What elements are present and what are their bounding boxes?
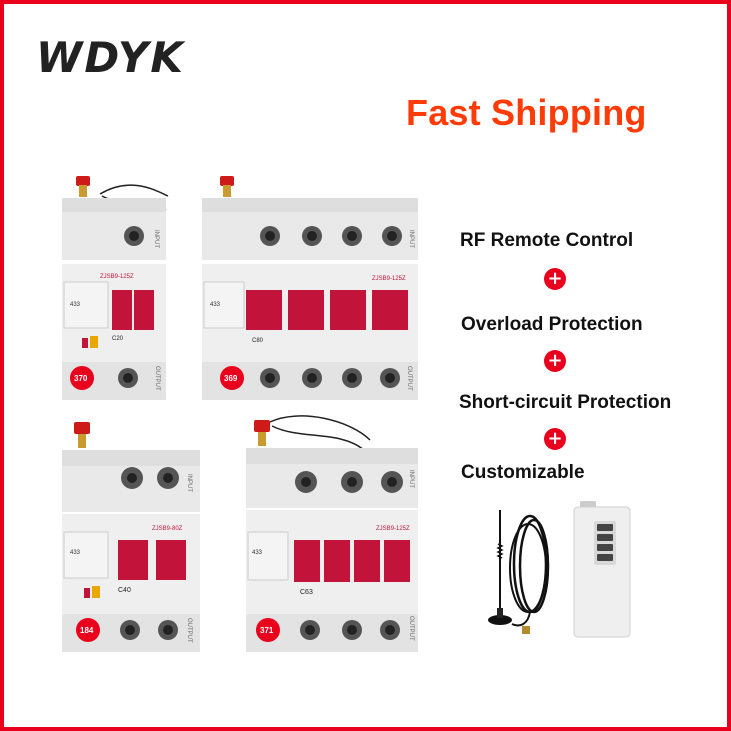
model-label: ZJSB9-125Z [372,276,406,282]
brand-logo-text: WDYK [36,33,186,80]
model-label: ZJSB9-125Z [100,274,134,280]
antenna-cable-icon [488,510,550,634]
badge-369: 369 [224,374,238,383]
headline-fast-shipping: Fast Shipping [406,92,647,133]
rating-label: C63 [300,589,313,596]
antenna-cap-icon [76,176,90,186]
model-label: ZJSB9-80Z [152,526,183,532]
brand-logo: WDYK [36,33,186,80]
output-label: OUTPUT [186,618,192,643]
feature-customizable: Customizable [461,462,585,483]
antenna-cap-icon [74,422,90,434]
plus-icon: + [544,268,566,290]
input-label: INPUT [408,470,414,488]
plus-icon: + [544,350,566,372]
input-label: INPUT [186,474,192,492]
badge-370: 370 [74,374,88,383]
circuit-breaker-2pole-184: INPUT ZJSB9-80Z 433 C40 184 OUTPUT [62,422,200,652]
input-label: INPUT [408,230,414,248]
feature-rf-remote-control: RF Remote Control [460,230,634,251]
frequency-label: 433 [70,550,81,556]
frequency-label: 433 [252,550,263,556]
circuit-breaker-2pole-370: INPUT ZJSB9-125Z 433 C20 370 OUTPUT [62,176,169,400]
circuit-breaker-4pole-369: INPUT ZJSB9-125Z 433 C80 369 OUTPUT [202,176,418,400]
plus-icon: + [544,428,566,450]
antenna-cap-icon [254,420,270,432]
frequency-label: 433 [210,302,221,308]
badge-184: 184 [80,626,94,635]
circuit-breaker-4pole-371: INPUT ZJSB9-125Z 433 C63 371 OUTPUT [246,415,418,652]
rating-label: C20 [112,336,124,342]
antenna-cap-icon [220,176,234,186]
input-label: INPUT [153,230,159,248]
output-label: OUTPUT [154,366,160,391]
output-label: OUTPUT [408,616,414,641]
remote-control-icon [573,501,631,638]
model-label: ZJSB9-125Z [376,526,410,532]
rating-label: C80 [252,338,264,344]
frequency-label: 433 [70,302,81,308]
badge-371: 371 [260,626,274,635]
feature-short-circuit-protection: Short-circuit Protection [459,392,672,413]
output-label: OUTPUT [406,366,412,391]
feature-overload-protection: Overload Protection [461,314,643,335]
rating-label: C40 [118,587,131,594]
